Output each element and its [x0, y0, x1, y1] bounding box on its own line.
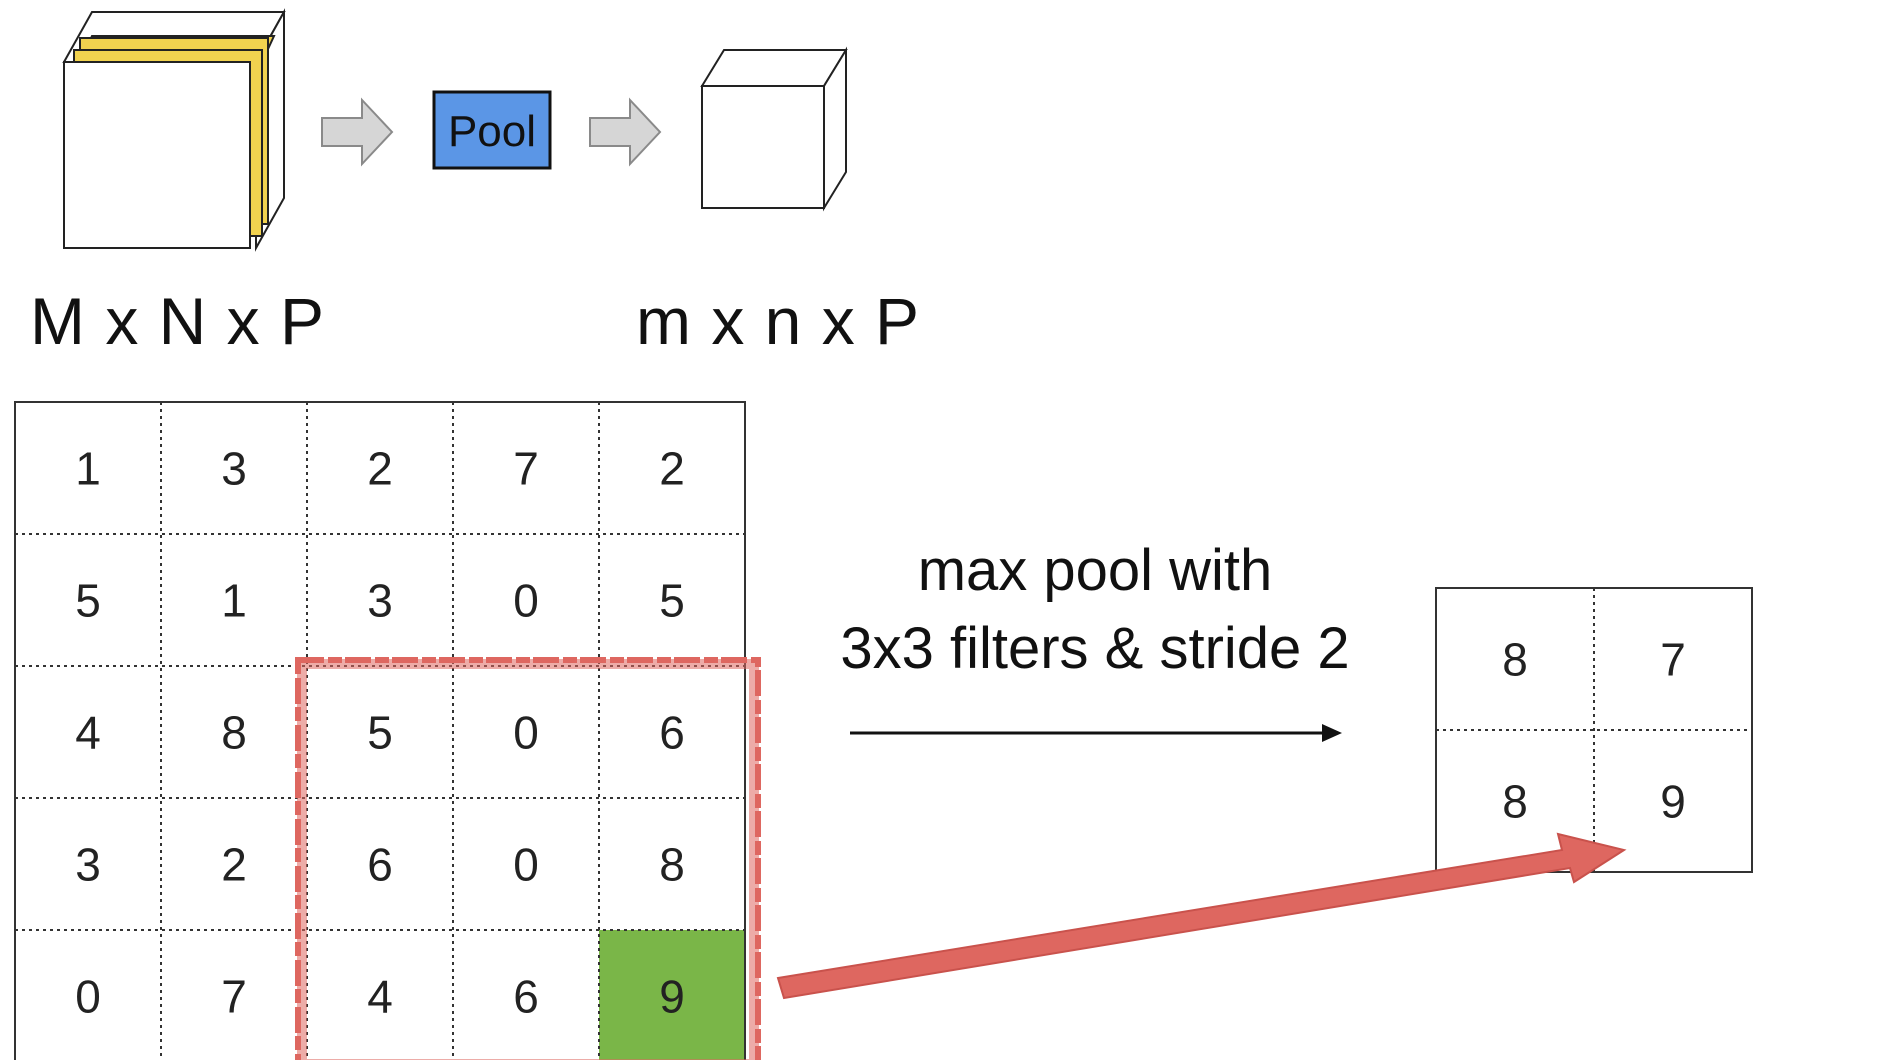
- input-grid-cell-value: 5: [659, 575, 685, 627]
- input-grid-cell-value: 3: [367, 575, 393, 627]
- input-grid-cell: [307, 930, 453, 1060]
- input-grid-cell: [15, 534, 161, 666]
- input-grid-cell-value: 7: [221, 971, 247, 1023]
- input-grid-cell-value: 2: [221, 839, 247, 891]
- input-grid-cell-value: 1: [221, 575, 247, 627]
- input-grid-cell: [307, 402, 453, 534]
- input-grid-cell-value: 5: [367, 707, 393, 759]
- pool-label: Pool: [448, 107, 536, 156]
- input-grid-cell: [307, 534, 453, 666]
- input-grid-cell: [599, 402, 745, 534]
- input-grid-cell: [453, 534, 599, 666]
- input-grid-cell: [453, 402, 599, 534]
- input-grid-cell-value: 0: [75, 971, 101, 1023]
- input-grid-cell: [453, 930, 599, 1060]
- output-volume: [700, 46, 848, 212]
- input-grid-cell-value: 1: [75, 443, 101, 495]
- output-grid-border: [1435, 587, 1753, 873]
- input-dims-label: M x N x P: [30, 284, 326, 358]
- input-grid-cell-value: 9: [659, 971, 685, 1023]
- input-grid-border: [14, 401, 746, 1060]
- flow-arrow-2: [589, 97, 662, 167]
- input-grid-cell-value: 8: [221, 707, 247, 759]
- input-grid-cell-value: 8: [659, 839, 685, 891]
- output-grid-cell: [1436, 588, 1594, 730]
- input-grid-cell-value: 7: [513, 443, 539, 495]
- input-grid-cell: [599, 666, 745, 798]
- output-grid-cell-value: 8: [1502, 776, 1528, 828]
- input-grid-cell-value: 3: [75, 839, 101, 891]
- input-grid-cell: [15, 402, 161, 534]
- input-grid-cell-value: 0: [513, 575, 539, 627]
- input-grid-cell: [15, 666, 161, 798]
- input-volume: [62, 8, 286, 252]
- mapping-arrow: [776, 832, 1627, 1000]
- output-grid-cell: [1594, 588, 1752, 730]
- input-grid-cell: [307, 666, 453, 798]
- input-grid-cell-value: 3: [221, 443, 247, 495]
- input-grid-cell: [161, 798, 307, 930]
- input-grid-cell: [15, 798, 161, 930]
- input-grid-cell-value: 2: [659, 443, 685, 495]
- input-grid-cell-value: 2: [367, 443, 393, 495]
- pooling-window: [295, 657, 761, 1060]
- input-grid-cell: [599, 798, 745, 930]
- output-grid: 8 7 8 9: [1435, 587, 1753, 873]
- caption-line-1: max pool with: [917, 538, 1273, 603]
- input-grid-cell-value: 4: [75, 707, 101, 759]
- result-arrow: [850, 724, 1342, 742]
- caption: max pool with 3x3 filters & stride 2: [775, 532, 1415, 688]
- input-grid-cell-value: 6: [659, 707, 685, 759]
- pool-box: Pool: [432, 90, 552, 170]
- input-grid-cell: [161, 402, 307, 534]
- caption-line-2: 3x3 filters & stride 2: [840, 616, 1350, 681]
- input-grid-cell-value: 6: [513, 971, 539, 1023]
- input-grid-cell: [161, 534, 307, 666]
- input-grid-cell: [15, 930, 161, 1060]
- input-grid-cell: [307, 798, 453, 930]
- input-grid-cell-value: 6: [367, 839, 393, 891]
- input-grid-cell: [453, 798, 599, 930]
- input-grid-cell: [453, 666, 599, 798]
- output-grid-cell-value: 7: [1660, 634, 1686, 686]
- output-grid-cell-value: 9: [1660, 776, 1686, 828]
- input-grid-cell-value: 0: [513, 707, 539, 759]
- flow-arrow-1: [321, 97, 394, 167]
- input-grid-cell-value: 4: [367, 971, 393, 1023]
- output-dims-label: m x n x P: [636, 284, 921, 358]
- output-volume-front: [701, 85, 825, 209]
- input-grid-cell: [161, 666, 307, 798]
- input-grid-cell-value: 5: [75, 575, 101, 627]
- output-grid-cell-value: 8: [1502, 634, 1528, 686]
- input-grid-cell: [161, 930, 307, 1060]
- input-grid-cell: [599, 534, 745, 666]
- output-volume-top: [700, 49, 848, 87]
- input-grid: 1 3 2 7 2 5 1 3 0 5 4 8 5 0 6 3 2 6 0 8 0 7 4 6 9: [14, 401, 746, 1060]
- input-grid-cell-value: 0: [513, 839, 539, 891]
- input-volume-front: [63, 61, 251, 249]
- input-grid-cell: [599, 930, 745, 1060]
